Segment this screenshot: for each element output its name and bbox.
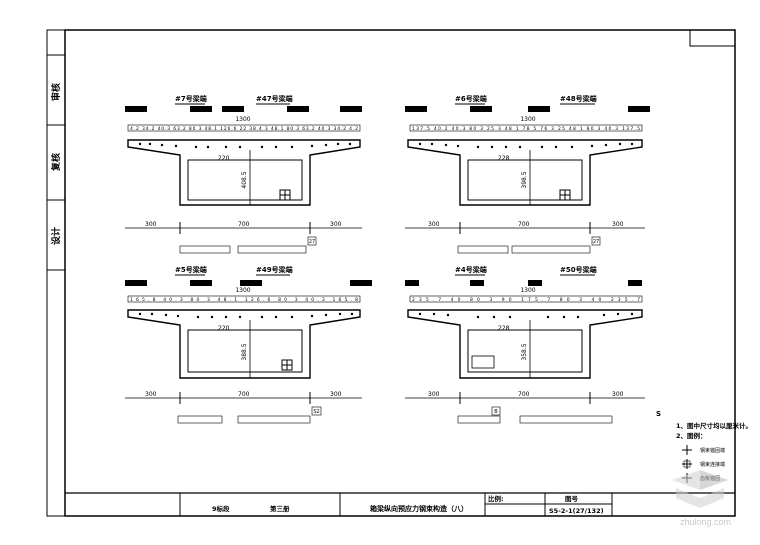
watermark-text: zhulong.com xyxy=(680,517,731,527)
review-label: 审核 xyxy=(50,83,62,101)
section-drawing-4: #4号梁端 #50号梁端 1300 235.7 40 80 3 90 175.7… xyxy=(405,265,645,424)
check-label: 复核 xyxy=(50,153,62,172)
section-4-tag: B xyxy=(494,409,498,415)
legend-anchor-end-icon xyxy=(682,445,692,455)
section-3-dim-mid: 700 xyxy=(238,391,250,398)
notes-mark: S xyxy=(656,410,661,418)
section-3-tag: S2 xyxy=(313,409,319,415)
outer-frame xyxy=(46,29,736,517)
section-drawing-3: #5号梁端 #49号梁端 1300 165.8 40.3 80 3 48.1 1… xyxy=(125,265,372,424)
section-1-title-left: #7号梁端 xyxy=(175,94,207,103)
svg-text:137.5 40.2 40.3 80 3 25 3 48 1: 137.5 40.2 40.3 80 3 25 3 48 1 78 5 76 3… xyxy=(412,126,640,132)
section-2-inner-width: 228 xyxy=(498,155,510,162)
section-4-inner-width: 228 xyxy=(498,325,510,332)
legend-item-1: 钢束锚固端 xyxy=(700,447,725,454)
title-section: 9标段 xyxy=(212,504,230,513)
section-3-dim-left: 300 xyxy=(145,391,157,398)
watermark-logo xyxy=(672,470,728,508)
section-2-tag: 27 xyxy=(593,239,599,245)
section-1-tag: 27 xyxy=(309,239,315,245)
section-3-web-height: 388.5 xyxy=(241,343,248,360)
section-drawing-2: #6号梁端 #48号梁端 1300 137.5 40.2 40.3 80 3 2… xyxy=(405,94,650,254)
section-2-top-width: 1300 xyxy=(520,116,535,123)
drawing-no-label: 图号 xyxy=(565,494,579,503)
scale-label: 比例: xyxy=(488,494,504,503)
section-2-title-left: #6号梁端 xyxy=(455,94,487,103)
section-4-dim-right: 300 xyxy=(612,391,624,398)
section-2-dim-right: 300 xyxy=(612,221,624,228)
section-2-web-height: 398.5 xyxy=(521,171,528,188)
section-4-dim-mid: 700 xyxy=(518,391,530,398)
section-drawing-1: #7号梁端 #47号梁端 1300 4.2 34.2 40.3 63.2 80 … xyxy=(125,94,362,254)
section-3-title-right: #49号梁端 xyxy=(256,265,293,274)
section-1-dim-mid: 700 xyxy=(238,221,250,228)
section-4-title-right: #50号梁端 xyxy=(560,265,597,274)
drawing-border xyxy=(64,29,736,517)
svg-text:165.8 40.3 80 3 48.1 126.6 80: 165.8 40.3 80 3 48.1 126.6 80 3 40.3 165… xyxy=(130,297,358,303)
section-4-web-height: 358.5 xyxy=(521,343,528,360)
section-1-title-right: #47号梁端 xyxy=(256,94,293,103)
section-4-title-left: #4号梁端 xyxy=(455,265,487,274)
section-3-top-width: 1300 xyxy=(235,287,250,294)
section-2-dim-mid: 700 xyxy=(518,221,530,228)
section-2-dim-left: 300 xyxy=(428,221,440,228)
section-3-dim-right: 300 xyxy=(330,391,342,398)
note-line-1: 1、图中尺寸均以厘米计。 xyxy=(676,421,752,430)
section-2-title-right: #48号梁端 xyxy=(560,94,597,103)
signature-strip: 审核 复核 设计 xyxy=(47,54,65,271)
section-1-dim-right: 300 xyxy=(330,221,342,228)
drawing-title: 箱梁纵向预应力钢束构造（八） xyxy=(370,504,468,513)
note-line-2: 2、图例： xyxy=(676,431,707,440)
legend-connect-end-icon xyxy=(682,459,692,469)
title-volume: 第三册 xyxy=(270,504,290,513)
title-block: 9标段 第三册 箱梁纵向预应力钢束构造（八） 比例: 图号 S5-2-1(27/… xyxy=(65,492,735,516)
legend-item-2: 钢束连接端 xyxy=(700,461,725,468)
section-1-inner-width: 220 xyxy=(218,155,230,162)
corner-box xyxy=(689,29,736,47)
section-1-dim-left: 300 xyxy=(145,221,157,228)
section-1-web-height: 408.5 xyxy=(241,171,248,188)
drawing-no: S5-2-1(27/132) xyxy=(549,507,604,515)
svg-text:4.2 34.2 40.3 63.2 80 3 48.1 1: 4.2 34.2 40.3 63.2 80 3 48.1 126.6 22 38… xyxy=(130,126,358,132)
section-1-top-width: 1300 xyxy=(235,116,250,123)
design-label: 设计 xyxy=(50,227,62,245)
section-4-dim-left: 300 xyxy=(428,391,440,398)
section-4-top-width: 1300 xyxy=(520,287,535,294)
section-3-title-left: #5号梁端 xyxy=(175,265,207,274)
section-3-inner-width: 220 xyxy=(218,325,230,332)
